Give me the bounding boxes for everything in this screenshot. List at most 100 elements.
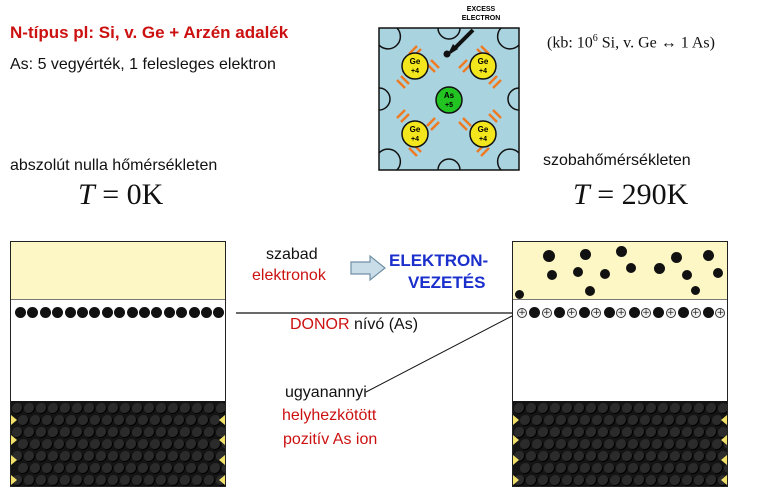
- band-edge-notch: [219, 435, 225, 445]
- valence-electron: [18, 463, 29, 474]
- ge-charge: +4: [411, 136, 419, 143]
- band-edge-notch: [11, 455, 17, 465]
- valence-electron: [210, 463, 221, 474]
- free-electron: [585, 286, 595, 296]
- lattice-diagram: Ge +4 Ge +4 As +5 Ge +4 Ge +4 EXCESS ELE…: [378, 6, 520, 171]
- valence-electron: [18, 415, 29, 426]
- band-edge-notch: [513, 435, 519, 445]
- excess-electron-arrow: [452, 28, 475, 51]
- donor-electron: [653, 307, 665, 318]
- valence-electron: [652, 463, 663, 474]
- donor-electron: [126, 307, 138, 318]
- valence-electron: [646, 427, 657, 438]
- band-edge-notch: [513, 415, 519, 425]
- ion-label-2: helyhezkötött: [282, 407, 377, 424]
- valence-electron: [514, 475, 525, 486]
- valence-electron: [48, 427, 59, 438]
- free-electron: [654, 263, 665, 274]
- free-electrons-label-2: elektronok: [252, 267, 326, 284]
- valence-electron: [150, 415, 161, 426]
- donor-electron: [27, 307, 39, 318]
- valence-electron: [646, 475, 657, 486]
- valence-electron: [640, 439, 651, 450]
- left-eq-unit: K: [141, 178, 164, 211]
- valence-electron: [538, 427, 549, 438]
- valence-electron: [682, 403, 693, 414]
- valence-electron: [610, 427, 621, 438]
- donor-electron: [603, 307, 615, 318]
- valence-electron: [60, 403, 71, 414]
- donor-electron: [628, 307, 640, 318]
- valence-electron: [688, 463, 699, 474]
- valence-electron: [108, 475, 119, 486]
- valence-electron: [198, 439, 209, 450]
- valence-electron: [186, 415, 197, 426]
- as-atom-center: As +5: [435, 86, 463, 114]
- valence-electron: [24, 403, 35, 414]
- valence-electron: [222, 463, 225, 474]
- valence-electron: [108, 427, 119, 438]
- conduction-label-2: VEZETÉS: [408, 273, 486, 292]
- ge-charge: +4: [479, 136, 487, 143]
- valence-electron: [138, 439, 149, 450]
- donor-electron: [139, 307, 150, 318]
- valence-electron: [694, 427, 705, 438]
- valence-electron: [712, 415, 723, 426]
- right-temp-label: szobahőmérsékleten: [543, 152, 691, 169]
- valence-electron: [66, 463, 77, 474]
- ion-label-1: ugyanannyi: [285, 384, 367, 401]
- valence-electron: [12, 475, 23, 486]
- ge-label: Ge: [410, 57, 421, 66]
- valence-electron: [132, 451, 143, 462]
- valence-electron: [586, 403, 597, 414]
- valence-electron: [604, 415, 615, 426]
- valence-electron: [126, 415, 137, 426]
- valence-electron: [574, 475, 585, 486]
- valence-electron: [168, 403, 179, 414]
- edge-bonds: [378, 27, 520, 171]
- valence-electron: [174, 463, 185, 474]
- valence-electron: [538, 475, 549, 486]
- page-title: N-típus pl: Si, v. Ge + Arzén adalék: [10, 23, 289, 42]
- valence-electron: [36, 403, 47, 414]
- valence-electron: [54, 463, 65, 474]
- valence-electron: [174, 439, 185, 450]
- valence-electron: [664, 463, 675, 474]
- valence-electron: [532, 463, 543, 474]
- valence-electron: [652, 415, 663, 426]
- right-eq-val: 290: [621, 178, 667, 211]
- free-electron: [682, 270, 692, 280]
- free-electron: [616, 246, 627, 257]
- valence-electron: [156, 427, 167, 438]
- valence-electron: [598, 475, 609, 486]
- valence-electron: [162, 415, 173, 426]
- right-temperature-equation: T = 290K: [573, 178, 688, 212]
- valence-electron: [120, 427, 131, 438]
- valence-electron: [156, 475, 167, 486]
- valence-electron: [676, 439, 687, 450]
- valence-electron: [580, 439, 591, 450]
- donor-electron: [201, 307, 212, 318]
- valence-electron: [700, 439, 711, 450]
- valence-electron: [144, 451, 155, 462]
- valence-electron: [718, 403, 727, 414]
- valence-electron: [144, 475, 155, 486]
- valence-electron: [42, 463, 53, 474]
- right-eq-var: T: [573, 178, 590, 211]
- valence-electron: [568, 463, 579, 474]
- valence-electron: [664, 439, 675, 450]
- valence-electron: [598, 451, 609, 462]
- valence-electron: [192, 427, 203, 438]
- donor-ion: +: [541, 308, 552, 318]
- ratio-exponent: 6: [592, 33, 598, 44]
- valence-electron: [514, 451, 525, 462]
- valence-electron: [694, 403, 705, 414]
- valence-electron: [526, 451, 537, 462]
- valence-electron: [24, 427, 35, 438]
- valence-electron: [562, 427, 573, 438]
- valence-electron: [688, 415, 699, 426]
- valence-electron: [126, 439, 137, 450]
- valence-electron: [574, 451, 585, 462]
- valence-electron: [108, 403, 119, 414]
- valence-electron: [712, 439, 723, 450]
